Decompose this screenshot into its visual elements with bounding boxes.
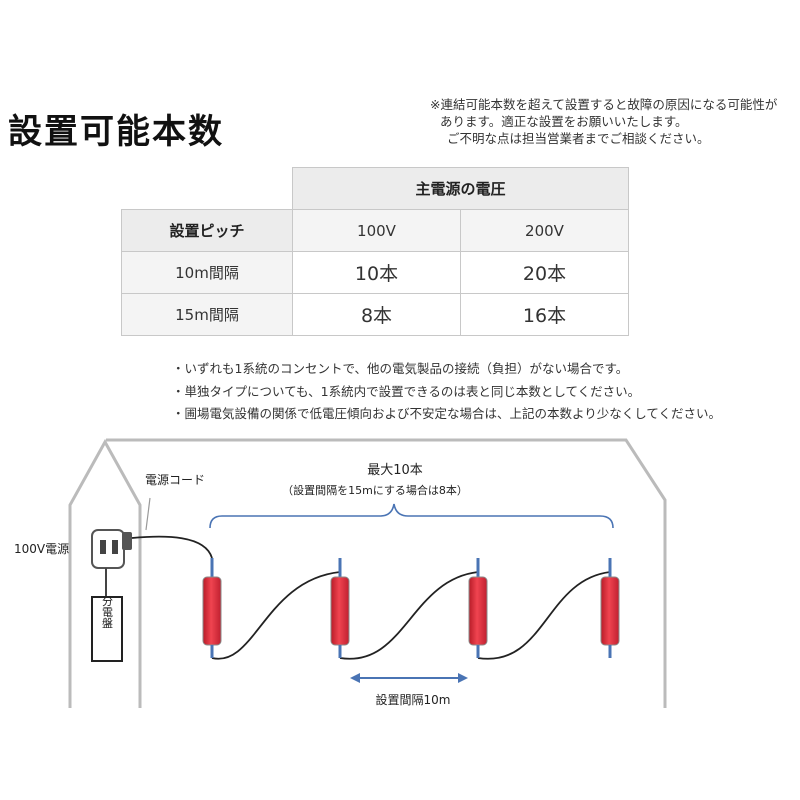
lamp-unit [330, 558, 350, 658]
wiring-diagram: 分電盤 100V電源 電源コード 最大10本 （設置間隔を15mにする場合は8本… [14, 438, 667, 708]
table-row: 15m間隔 8本 16本 [121, 293, 629, 336]
pitch-header: 設置ピッチ [121, 209, 293, 252]
distribution-panel [91, 596, 123, 662]
row-label: 10m間隔 [121, 251, 293, 294]
table-cell: 8本 [292, 293, 461, 336]
power-outlet-icon [91, 529, 132, 569]
power-label: 100V電源 [14, 542, 69, 556]
notes-list: ・いずれも1系統のコンセントで、他の電気製品の接続（負担）がない場合です。 ・単… [172, 358, 721, 426]
cord-label: 電源コード [145, 473, 205, 487]
greenhouse-outline [68, 438, 667, 708]
voltage-group-header: 主電源の電圧 [292, 167, 629, 210]
notice-line: ※連結可能本数を超えて設置すると故障の原因になる可能性が [430, 97, 778, 112]
column-header-100v: 100V [292, 209, 461, 252]
lamp-unit [468, 558, 488, 658]
notice-line: ご不明な点は担当営業者までご相談ください。 [447, 131, 710, 146]
max-count-note: （設置間隔を15mにする場合は8本） [282, 483, 468, 497]
notice-line: あります。適正な設置をお願いいたします。 [440, 114, 688, 129]
lamp-unit [202, 558, 222, 658]
range-brace [209, 503, 614, 529]
capacity-table: 主電源の電圧 設置ピッチ 100V 200V 10m間隔 10本 20本 15m… [121, 167, 629, 336]
interval-label: 設置間隔10m [376, 692, 451, 707]
max-count-label: 最大10本 [367, 463, 423, 478]
table-cell: 16本 [460, 293, 629, 336]
table-cell: 20本 [460, 251, 629, 294]
power-cord [131, 535, 611, 660]
page-title: 設置可能本数 [8, 112, 224, 152]
panel-label: 分電盤 [101, 595, 114, 628]
note-item: ・いずれも1系統のコンセントで、他の電気製品の接続（負担）がない場合です。 [172, 361, 629, 376]
row-label: 15m間隔 [121, 293, 293, 336]
table-row: 10m間隔 10本 20本 [121, 251, 629, 294]
note-item: ・単独タイプについても、1系統内で設置できるのは表と同じ本数としてください。 [172, 383, 641, 399]
note-item: ・圃場電気設備の関係で低電圧傾向および不安定な場合は、上記の本数より少なくしてく… [172, 406, 722, 421]
interval-arrow [350, 673, 468, 683]
lamp-unit [600, 558, 620, 658]
column-header-200v: 200V [460, 209, 629, 252]
caution-notice: ※連結可能本数を超えて設置すると故障の原因になる可能性が あります。適正な設置を… [430, 96, 800, 147]
table-cell: 10本 [292, 251, 461, 294]
empty-corner [122, 168, 293, 210]
